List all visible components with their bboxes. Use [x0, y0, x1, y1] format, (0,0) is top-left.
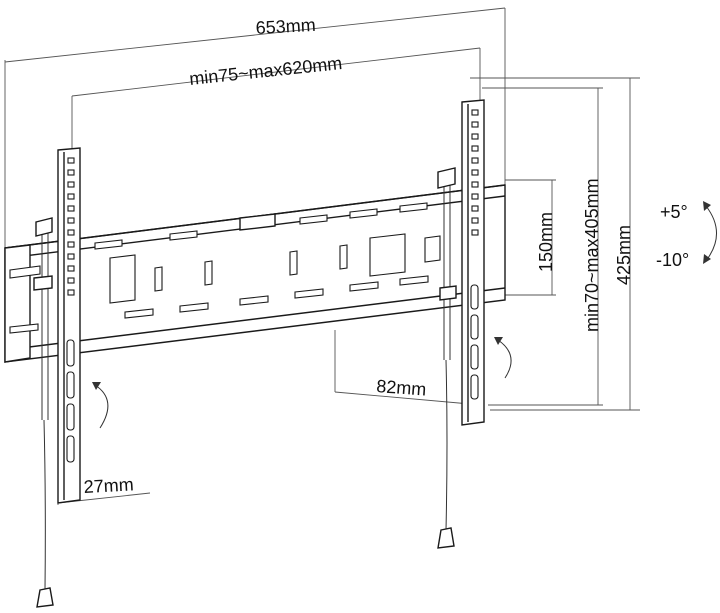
arm-depth-label: 27mm [83, 474, 134, 497]
vesa-horizontal-label: min75~max620mm [188, 53, 343, 89]
tilt-arrow-down-icon [703, 254, 711, 264]
left-tilt-arrow-icon [92, 382, 101, 390]
right-latch-handle [439, 285, 457, 301]
vesa-vertical-label: min70~max405mm [582, 178, 602, 332]
vesa-vertical-dimension: min70~max405mm [482, 87, 603, 406]
left-latch-handle [33, 275, 53, 291]
tilt-arrow-up-icon [703, 201, 711, 211]
middle-slot-row [9, 233, 441, 304]
wall-plate [4, 184, 506, 363]
wall-plate-height-dimension: 150mm [505, 179, 556, 296]
wall-distance-label: 82mm [376, 376, 427, 399]
tilt-up-label: +5° [660, 202, 688, 222]
tilt-down-label: -10° [656, 250, 689, 270]
left-arm-holes [66, 157, 75, 463]
upper-slot-row [94, 202, 428, 250]
lower-slot-row [9, 275, 429, 334]
overall-height-label: 425mm [614, 225, 634, 285]
wall-plate-height-label: 150mm [536, 212, 556, 272]
left-pull-tab [36, 587, 54, 608]
right-arm-holes [470, 109, 479, 400]
right-tilt-arrow-icon [494, 337, 503, 345]
right-pull-tab [437, 527, 455, 549]
tilt-indicator: +5° -10° [656, 201, 717, 270]
overall-width-label: 653mm [255, 15, 316, 38]
left-vertical-arm [33, 147, 109, 608]
right-vertical-arm [437, 99, 512, 549]
wall-distance-dimension: 82mm [334, 330, 471, 405]
level-bracket [239, 213, 276, 231]
overall-height-dimension: 425mm [470, 77, 640, 411]
vesa-horizontal-dimension: min75~max620mm [71, 47, 481, 155]
